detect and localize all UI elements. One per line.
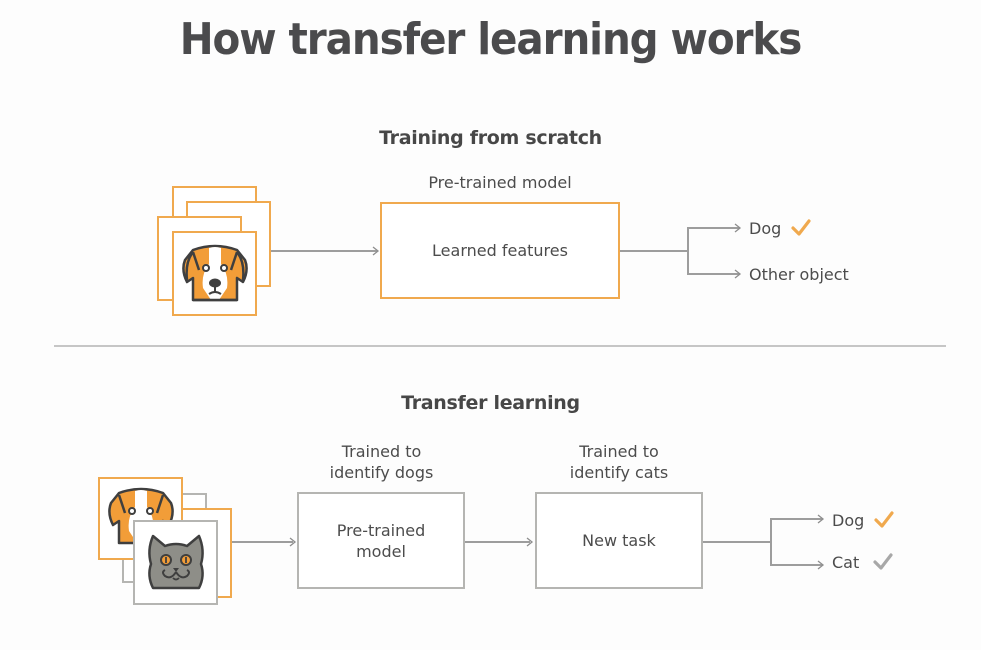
output-dog: Dog — [749, 217, 811, 239]
section-heading-transfer: Transfer learning — [401, 392, 580, 414]
gray-check-icon — [873, 553, 893, 570]
connector-line — [770, 518, 772, 565]
output-label: Dog — [749, 218, 782, 238]
connector-line — [687, 227, 739, 229]
output-label: Other object — [749, 264, 849, 284]
orange-check-icon — [874, 511, 894, 528]
image-frame-front — [172, 231, 257, 316]
connector-line — [770, 518, 822, 520]
output-other-object: Other object — [749, 263, 849, 285]
model-caption: Pre-trained model — [428, 173, 572, 192]
section-divider — [54, 345, 946, 347]
stage2-caption: Trained to identify cats — [535, 441, 703, 483]
box-label: Learned features — [432, 241, 568, 260]
output-cat: Cat — [832, 551, 893, 573]
arrowhead-icon — [734, 223, 742, 233]
output-dog: Dog — [832, 509, 894, 531]
connector-line — [271, 250, 377, 252]
connector-line — [620, 250, 688, 252]
output-label: Cat — [832, 552, 860, 572]
box-label: New task — [582, 531, 656, 550]
box-label: model — [356, 541, 406, 561]
caption-line: Trained to — [341, 442, 422, 461]
connector-line — [465, 541, 530, 543]
connector-line — [687, 273, 739, 275]
box-label: Pre-trained — [336, 520, 426, 540]
caption-line: identify cats — [569, 463, 669, 482]
new-task-box: New task — [535, 492, 703, 589]
pretrained-model-box: Pre-trained model — [297, 492, 465, 589]
image-frame-dog — [98, 477, 183, 560]
arrowhead-icon — [817, 514, 825, 524]
arrowhead-icon — [734, 269, 742, 279]
cat-face-icon — [147, 534, 204, 589]
arrowhead-icon — [526, 537, 534, 547]
caption-line: identify dogs — [329, 463, 434, 482]
output-label: Dog — [832, 510, 865, 530]
connector-line — [232, 541, 293, 543]
arrowhead-icon — [817, 560, 825, 570]
dog-face-icon — [181, 244, 248, 301]
image-frame-cat — [133, 520, 218, 605]
connector-line — [703, 541, 771, 543]
orange-check-icon — [791, 219, 811, 236]
connector-line — [687, 227, 689, 274]
arrowhead-icon — [289, 537, 297, 547]
stage1-caption: Trained to identify dogs — [298, 441, 465, 483]
section-heading-scratch: Training from scratch — [379, 127, 602, 149]
learned-features-box: Learned features — [380, 202, 620, 299]
arrowhead-icon — [372, 246, 380, 256]
page-title: How transfer learning works — [179, 14, 803, 65]
caption-line: Trained to — [579, 442, 659, 461]
connector-line — [770, 564, 822, 566]
